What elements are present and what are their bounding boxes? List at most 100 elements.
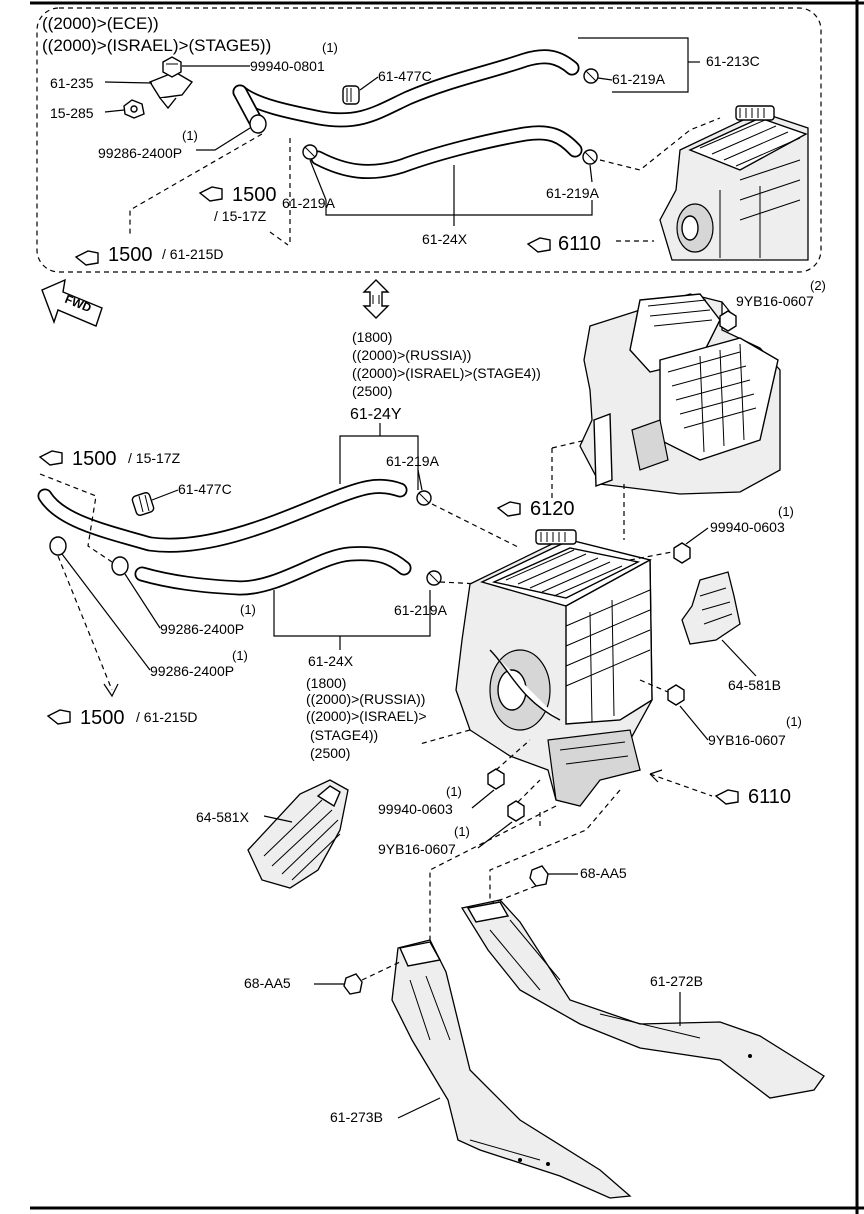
label-99940-0603-bottom: 99940-0603 [378,801,453,817]
cond-israel-stage5: ((2000)>(ISRAEL)>(STAGE5)) [42,36,271,55]
nut-99940-0801[interactable] [162,56,182,78]
nut-9yb16-0607-bottom[interactable] [507,800,525,822]
hose-61-24x-top-upper[interactable] [232,49,580,128]
label-61-24x-top: 61-24X [422,231,468,247]
clip-15-285[interactable] [123,99,145,119]
label-68-aa5-right: 68-AA5 [580,865,627,881]
label-61-24y: 61-24Y [350,406,402,423]
qty-9yb16-0607-bottom: (1) [454,824,470,839]
label-61-273b: 61-273B [330,1109,383,1125]
ref-6120[interactable]: 6120 [496,498,575,520]
panel-64-581b[interactable] [681,571,741,645]
ref-6110-main-text: 6110 [748,786,791,808]
label-61-235: 61-235 [50,75,94,91]
label-15-285: 15-285 [50,105,94,121]
ref-61-215d-top-text: / 61-215D [162,246,223,262]
heater-unit-main[interactable] [455,529,653,807]
label-61-24x-main: 61-24X [308,653,354,669]
cond-ece: ((2000)>(ECE)) [42,14,159,33]
fwd-arrow: FWD [41,278,103,327]
label-61-213c: 61-213C [706,53,760,69]
ref-1500-top-text: 1500 [232,184,277,206]
clamp-61-477c-main[interactable] [131,492,155,517]
label-61-219a-main-2: 61-219A [394,602,448,618]
label-61-219a-top-3: 61-219A [546,185,600,201]
bracket-61-235[interactable] [148,71,194,110]
bolt-68-aa5-left[interactable] [343,973,363,995]
label-61-219a-top-2: 61-219A [282,195,336,211]
ref-1500-15-17z-main[interactable]: 1500 / 15-17Z [38,448,181,470]
ref-61-215d-main-text: / 61-215D [136,709,197,725]
mid-cond-israel-stage4: ((2000)>(ISRAEL)>(STAGE4)) [352,365,541,381]
clamp-99286-top[interactable] [249,114,267,134]
label-61-477c-top: 61-477C [378,68,432,84]
label-61-219a-main-1: 61-219A [386,453,440,469]
cond-main-stage4: (STAGE4)) [310,727,378,743]
variant-link-arrow [362,279,390,319]
cond-main-1800: (1800) [306,675,346,691]
clamp-61-219a-top-3[interactable] [582,149,598,165]
nut-99940-0603-bottom[interactable] [487,768,505,790]
qty-9yb16-0607-top: (2) [810,278,826,293]
mid-cond-2500: (2500) [352,383,392,399]
clamp-61-477c-top[interactable] [342,85,360,105]
hose-end-short-top[interactable] [232,84,263,128]
ref-1500-61-215d-top[interactable]: 1500 / 61-215D [74,244,223,266]
qty-99286-top: (1) [182,128,198,143]
qty-99940-0603-right: (1) [778,504,794,519]
hose-61-24x-lower[interactable] [134,546,412,596]
label-9yb16-0607-top: 9YB16-0607 [736,293,814,309]
ref-1500-top[interactable]: 1500 [198,184,277,206]
ref-1500-61-215d-main[interactable]: 1500 / 61-215D [46,707,197,729]
label-99286-top: 99286-2400P [98,145,182,161]
label-99940-0603-right: 99940-0603 [710,519,785,535]
clamp-99286-main-a[interactable] [111,556,129,576]
label-61-477c-main: 61-477C [178,481,232,497]
clamp-61-219a-top-1[interactable] [583,68,599,84]
ref-1500-main-b-text: 1500 [80,707,125,729]
clamp-61-219a-main-1[interactable] [416,490,432,506]
label-61-219a-top-1: 61-219A [612,71,666,87]
label-61-272b: 61-272B [650,973,703,989]
label-99940-0801: 99940-0801 [250,58,325,74]
nut-9yb16-0607-right[interactable] [667,684,685,706]
qty-99940-0603-bottom: (1) [446,784,462,799]
heater-unit-top-partial[interactable] [659,105,809,261]
hose-61-24x-top-lower[interactable] [310,125,583,180]
ref-6110-main[interactable]: 6110 [714,786,791,808]
hose-61-24y-upper[interactable] [37,478,408,553]
label-99286-main-b: 99286-2400P [150,663,234,679]
label-9yb16-0607-bottom: 9YB16-0607 [378,841,456,857]
ref-15-17z-main-text: / 15-17Z [128,450,181,466]
clamp-61-219a-main-2[interactable] [426,570,442,586]
panel-64-581x[interactable] [247,779,349,889]
clamp-99286-main-b[interactable] [49,536,67,556]
ref-6120-text: 6120 [530,498,575,520]
label-9yb16-0607-right: 9YB16-0607 [708,732,786,748]
qty-9yb16-0607-right: (1) [786,714,802,729]
qty-99940-0801: (1) [322,40,338,55]
cond-main-2500: (2500) [310,745,350,761]
cond-main-russia: ((2000)>(RUSSIA)) [306,691,425,707]
nut-9yb16-0607-top[interactable] [719,310,737,332]
label-64-581b: 64-581B [728,677,781,693]
upper-case-module-6120[interactable] [579,293,781,495]
cond-main-israel: ((2000)>(ISRAEL)> [306,708,427,724]
ref-1500-top-b-text: 1500 [108,244,153,266]
ref-15-17z-top: / 15-17Z [214,208,267,224]
duct-61-272b[interactable] [460,899,825,1099]
nut-99940-0603-right[interactable] [673,542,691,564]
qty-99286-main-b: (1) [232,648,248,663]
bolt-68-aa5-right[interactable] [529,865,549,887]
mid-cond-1800: (1800) [352,329,392,345]
ref-1500-main-text: 1500 [72,448,117,470]
clamp-61-219a-top-2[interactable] [302,144,318,160]
mid-cond-russia: ((2000)>(RUSSIA)) [352,347,471,363]
label-99286-main-a: 99286-2400P [160,621,244,637]
label-68-aa5-left: 68-AA5 [244,975,291,991]
duct-61-273b[interactable] [391,939,632,1199]
label-64-581x: 64-581X [196,809,250,825]
ref-6110-top[interactable]: 6110 [526,233,601,255]
variant-dashed-box [36,7,822,273]
